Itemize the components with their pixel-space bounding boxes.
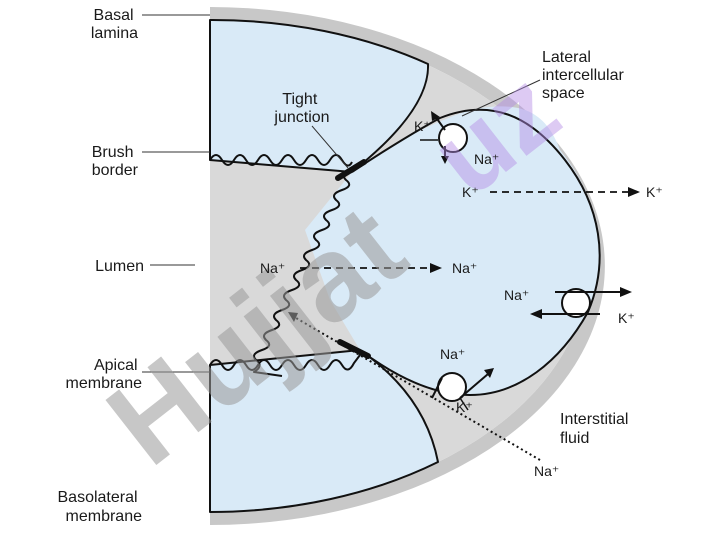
leader-tight-junction (311, 125, 349, 169)
label-interstitial-fluid-line1: Interstitial (560, 411, 628, 428)
ion-pump-bottom-na: Na⁺ (440, 346, 465, 362)
label-basolateral-membrane: Basolateral membrane (58, 489, 143, 525)
na-k-pump-right (530, 287, 632, 319)
middle-cell (305, 106, 600, 396)
ion-na-lumen-right: Na⁺ (452, 260, 477, 276)
label-basolateral-membrane-line1: Basolateral (58, 489, 138, 506)
label-tight-junction-line2: junction (273, 109, 329, 126)
paracellular-na-arrow (295, 317, 541, 461)
label-lateral-line2: intercellular (542, 67, 624, 84)
label-interstitial-fluid: Interstitial fluid (560, 411, 633, 447)
ion-na-lumen-left: Na⁺ (260, 260, 285, 276)
label-brush-border-line1: Brush (92, 144, 134, 161)
lower-cell (209, 349, 439, 513)
tight-junction-bottom (337, 339, 371, 359)
ion-pump-right-k: K⁺ (618, 310, 635, 326)
brush-border-upper (209, 154, 353, 167)
label-apical-membrane: Apical membrane (66, 357, 143, 392)
label-brush-border: Brush border (92, 144, 139, 179)
na-k-pump-bottom (431, 368, 494, 411)
brush-border-middle (253, 171, 353, 377)
ion-pump-top-na: Na⁺ (474, 151, 499, 167)
ion-pump-bottom-k: K⁺ (456, 399, 473, 415)
label-basal-lamina-line2: lamina (91, 25, 138, 42)
upper-cell (209, 18, 430, 173)
label-interstitial-fluid-line2: fluid (560, 430, 589, 447)
ion-paracellular-na: Na⁺ (534, 463, 559, 479)
label-basal-lamina-line1: Basal (94, 7, 134, 24)
tight-junction-top (335, 159, 367, 181)
label-tight-junction: Tight junction (273, 91, 329, 126)
label-basal-lamina: Basal lamina (91, 7, 138, 42)
ion-pump-top-k: K⁺ (414, 118, 431, 134)
ion-pump-right-na: Na⁺ (504, 287, 529, 303)
ion-k-diffusion-left: K⁺ (462, 184, 479, 200)
label-tight-junction-line1: Tight (282, 91, 318, 108)
label-apical-membrane-line1: Apical (94, 357, 138, 374)
label-lateral-line1: Lateral (542, 49, 591, 66)
label-apical-membrane-line2: membrane (66, 375, 143, 392)
label-lateral-line3: space (542, 85, 585, 102)
ion-k-diffusion-right: K⁺ (646, 184, 663, 200)
na-k-pump-top (420, 111, 468, 164)
brush-border-lower (209, 354, 361, 371)
label-brush-border-line2: border (92, 162, 139, 179)
leader-lateral-space (461, 79, 541, 117)
label-lumen: Lumen (95, 258, 144, 275)
label-lateral-intercellular-space: Lateral intercellular space (542, 49, 628, 102)
label-basolateral-membrane-line2: membrane (66, 508, 143, 525)
